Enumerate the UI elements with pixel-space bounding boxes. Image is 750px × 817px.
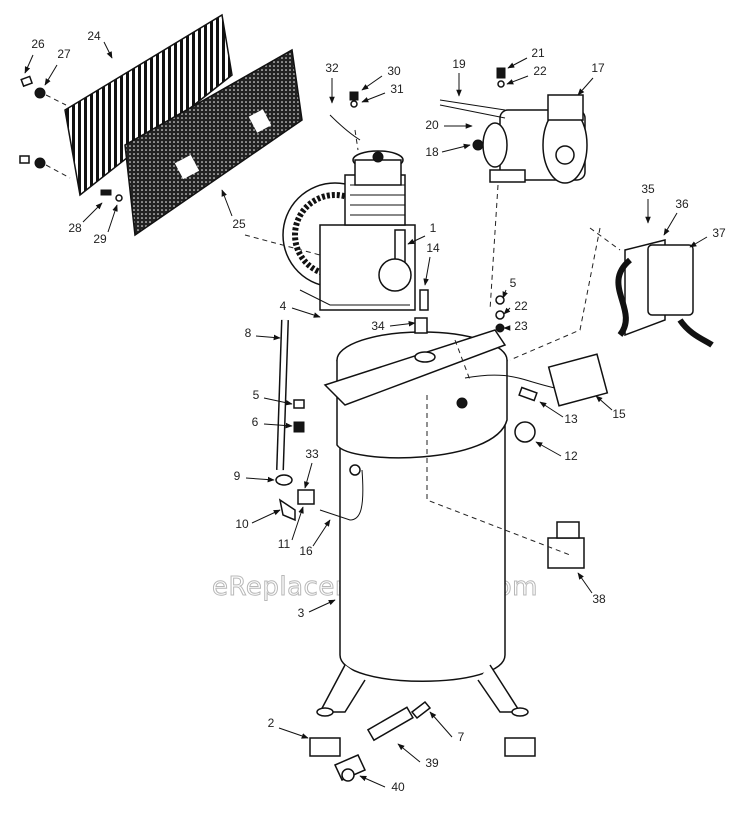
callout-11: 11 xyxy=(278,537,291,551)
callout-labels: 26 27 24 28 29 25 32 30 31 19 21 22 17 2… xyxy=(24,29,726,794)
callout-27: 27 xyxy=(57,47,71,61)
callout-19: 19 xyxy=(452,57,466,71)
leader-dashes xyxy=(244,129,621,556)
callout-14: 14 xyxy=(426,241,440,255)
callout-26: 26 xyxy=(31,37,45,51)
pressure-switch xyxy=(615,239,714,348)
callout-33: 33 xyxy=(305,447,319,461)
guard-hardware xyxy=(19,75,123,202)
callout-18: 18 xyxy=(425,145,439,159)
callout-15: 15 xyxy=(612,407,626,421)
callout-32: 32 xyxy=(325,61,339,75)
callout-40: 40 xyxy=(391,780,405,794)
callout-31: 31 xyxy=(390,82,404,96)
callout-28: 28 xyxy=(68,221,82,235)
callout-6: 6 xyxy=(252,415,259,429)
callout-29: 29 xyxy=(93,232,107,246)
callout-1: 1 xyxy=(430,221,437,235)
callout-37: 37 xyxy=(712,226,726,240)
belt-guard-back xyxy=(64,13,233,197)
callout-3: 3 xyxy=(298,606,305,620)
callout-30: 30 xyxy=(387,64,401,78)
callout-12: 12 xyxy=(564,449,578,463)
callout-35: 35 xyxy=(641,182,655,196)
callout-38: 38 xyxy=(592,592,606,606)
compressor-pump xyxy=(282,150,416,311)
callout-34: 34 xyxy=(371,319,385,333)
air-tank xyxy=(323,329,536,682)
tank-legs xyxy=(316,664,529,717)
callout-9: 9 xyxy=(234,469,241,483)
fittings xyxy=(275,91,609,782)
callout-36: 36 xyxy=(675,197,689,211)
callout-8: 8 xyxy=(245,326,252,340)
callout-2: 2 xyxy=(268,716,275,730)
callout-25: 25 xyxy=(232,217,246,231)
callout-23: 23 xyxy=(514,319,528,333)
callout-24: 24 xyxy=(87,29,101,43)
callout-5b: 5 xyxy=(253,388,260,402)
callout-13: 13 xyxy=(564,412,578,426)
callout-7: 7 xyxy=(458,730,465,744)
callout-22a: 22 xyxy=(533,64,547,78)
callout-5a: 5 xyxy=(510,276,517,290)
belt-guard-front xyxy=(124,48,303,237)
callout-4: 4 xyxy=(280,299,287,313)
callout-10: 10 xyxy=(235,517,249,531)
callout-21: 21 xyxy=(531,46,545,60)
callout-20: 20 xyxy=(425,118,439,132)
callout-17: 17 xyxy=(591,61,605,75)
callout-16: 16 xyxy=(299,544,313,558)
callout-39: 39 xyxy=(425,756,439,770)
electric-motor xyxy=(439,67,588,184)
callout-22b: 22 xyxy=(514,299,528,313)
